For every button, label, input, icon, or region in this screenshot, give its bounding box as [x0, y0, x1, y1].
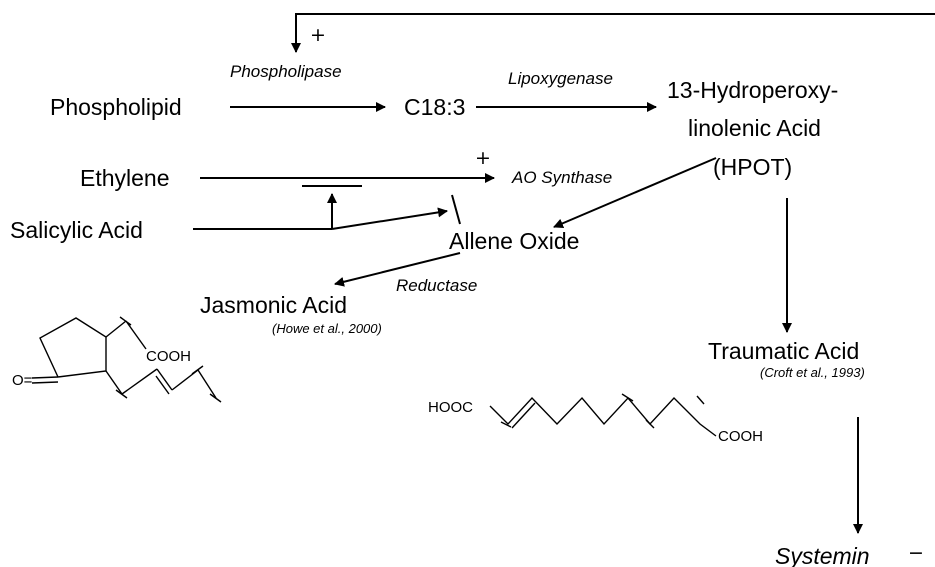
arrow-allene-oxide-to-jasmonic-acid [334, 252, 461, 287]
node-c183: C18:3 [404, 94, 465, 120]
traumatic-acid-structure [489, 393, 717, 437]
node-systemin: Systemin [775, 543, 870, 567]
top-plus-sign: + [310, 24, 326, 46]
node-hpot-line1: 13-Hydroperoxy- [667, 77, 838, 103]
jasmonic-acid-oxo: O= [12, 372, 33, 389]
enzyme-phospholipase: Phospholipase [230, 62, 342, 81]
node-ethylene: Ethylene [80, 165, 170, 191]
feedback-loop-line [291, 13, 935, 53]
node-allene-oxide: Allene Oxide [449, 228, 579, 254]
enzyme-lipoxygenase: Lipoxygenase [508, 69, 613, 88]
node-hpot-line3: (HPOT) [713, 154, 792, 180]
traumatic-acid-hooc: HOOC [428, 399, 473, 416]
node-salicylic-acid: Salicylic Acid [10, 217, 143, 243]
traumatic-acid-cooh: COOH [718, 428, 763, 445]
node-jasmonic-acid: Jasmonic Acid [200, 292, 347, 318]
node-phospholipid: Phospholipid [50, 94, 182, 120]
inhibition-of-allene-oxide-line [331, 207, 448, 230]
ao-plus-sign: + [475, 147, 491, 169]
enzyme-ao-synthase: AO Synthase [511, 168, 612, 187]
node-traumatic-acid: Traumatic Acid [708, 338, 859, 364]
citation-howe: (Howe et al., 2000) [272, 321, 382, 336]
jasmonic-acid-cooh: COOH [146, 348, 191, 365]
jasmonic-acid-structure [31, 316, 222, 403]
citation-croft: (Croft et al., 1993) [760, 365, 865, 380]
node-hpot-line2: linolenic Acid [688, 115, 821, 141]
enzyme-reductase: Reductase [396, 276, 477, 295]
inhibition-of-allene-oxide-bar [451, 194, 461, 225]
systemin-minus-sign: − [908, 542, 924, 564]
arrow-hpot-to-allene-oxide [553, 157, 717, 229]
